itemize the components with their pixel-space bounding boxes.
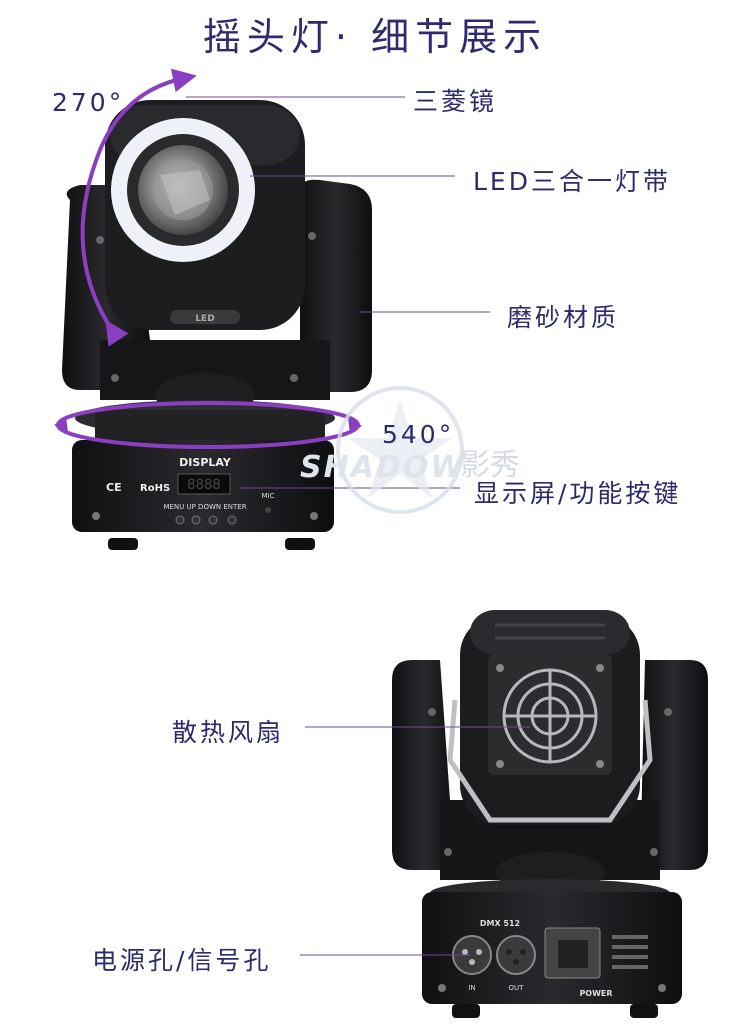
rohs-mark: RoHS [140, 483, 170, 494]
in-label: IN [468, 984, 475, 992]
dmx-out-port[interactable] [496, 935, 536, 975]
svg-text:8888: 8888 [187, 477, 221, 493]
callout-display: 显示屏/功能按键 [474, 479, 682, 508]
yoke-left-arm-back [392, 660, 455, 870]
vent-grille [612, 935, 648, 969]
yoke-right-arm [300, 179, 372, 392]
seven-segment-display [177, 473, 231, 495]
dmx-label: DMX 512 [480, 919, 520, 928]
out-label: OUT [509, 984, 525, 992]
head-led-mark: LED [195, 314, 214, 324]
mic-label: MIC [262, 492, 275, 500]
callout-ports: 电源孔/信号孔 [92, 946, 272, 975]
tilt-arrow [80, 68, 197, 347]
page-title: 摇头灯· 细节展示 [202, 15, 548, 59]
power-socket[interactable] [544, 927, 601, 979]
callout-led-strip: LED三合一灯带 [473, 167, 671, 196]
tilt-angle-label: 270° [52, 88, 125, 117]
button-labels: MENU UP DOWN ENTER [163, 503, 246, 511]
pan-angle-label: 540° [382, 420, 455, 449]
watermark-latin: SHADOW [300, 450, 466, 485]
dmx-in-port[interactable] [452, 935, 492, 975]
callout-frosted: 磨砂材质 [507, 303, 620, 332]
ce-mark: CE [106, 481, 122, 494]
display-label: DISPLAY [179, 456, 232, 469]
function-buttons[interactable] [175, 515, 237, 525]
callout-lens: 三菱镜 [413, 87, 498, 116]
power-label: POWER [579, 989, 612, 998]
watermark-cjk: 影秀 [460, 448, 520, 483]
callout-fan: 散热风扇 [172, 718, 285, 747]
